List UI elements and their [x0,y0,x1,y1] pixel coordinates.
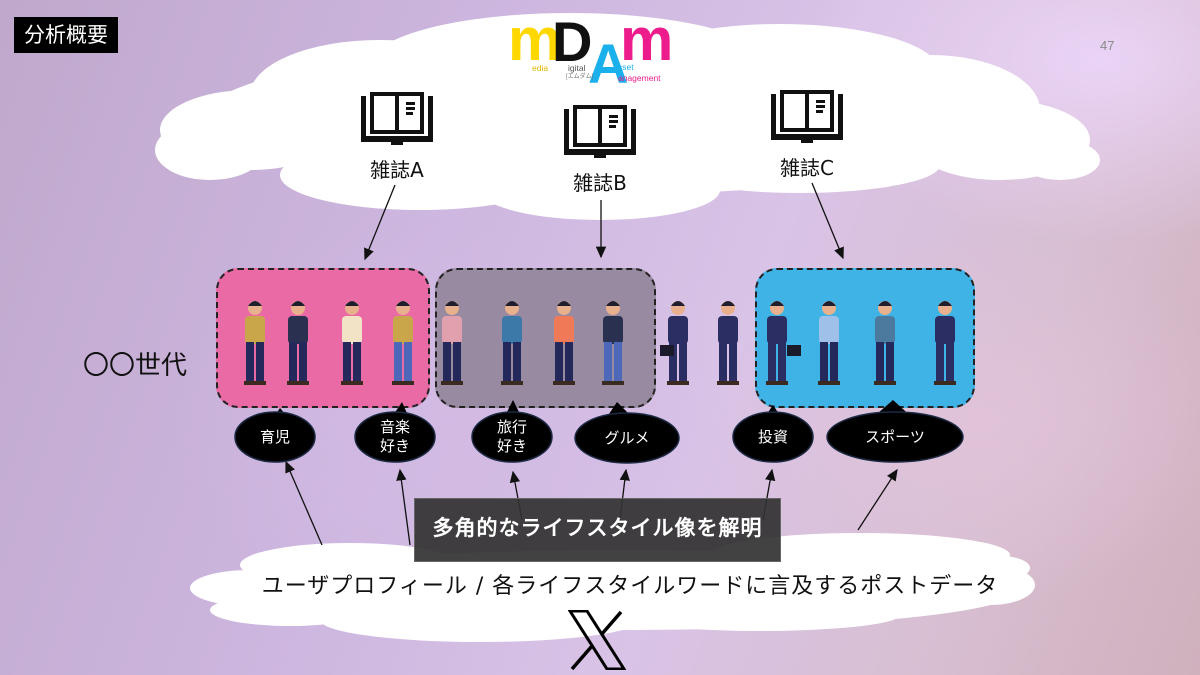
mdam-logo: m D A m edia igital [エムダム] sset anagemen… [508,10,678,92]
bubble-gourmet [574,402,680,464]
arrow-magazine-a [364,184,396,261]
bubble-invest [732,405,814,463]
bubble-sports [826,400,964,463]
tag-sports: スポーツ [835,422,955,452]
arrow-tag-music [396,468,411,546]
tag-travel: 旅行 好き [472,417,552,457]
open-book-icon [564,105,636,158]
x-logo-icon [568,610,626,670]
tag-label: グルメ [604,428,650,447]
logo-word-management: anagement [618,73,661,83]
open-book-icon [361,92,433,145]
logo-word-asset: sset [618,62,634,72]
open-book-icon [771,90,843,143]
logo-word-subnote: [エムダム] [566,74,594,80]
magazine-label: 雑誌C [780,156,834,180]
magazine-arrows [364,182,844,261]
tag-label-line1: 音楽 [379,418,410,436]
logo-word-media: edia [532,63,549,73]
tag-music: 音楽 好き [355,417,435,457]
generation-label: 〇〇世代 [83,351,188,381]
bubble-childcare [234,408,316,463]
arrow-magazine-c [811,182,844,260]
arrow-tag-sports [857,468,898,531]
tag-label-line2: 好き [379,437,410,455]
logo-letter-d: D [552,10,593,73]
logo-word-digital: igital [568,63,586,73]
tag-label-line1: 旅行 [496,418,527,436]
bubble-travel [471,400,553,463]
bottom-cloud [190,533,1035,642]
tag-label: スポーツ [865,427,925,446]
result-banner: 多角的なライフスタイル像を解明 [414,498,781,562]
logo-letter-m2: m [620,6,674,73]
section-label: 分析概要 [14,17,118,53]
tag-gourmet: グルメ [577,423,677,453]
tag-childcare: 育児 [235,422,315,452]
logo-letter-a: A [588,32,629,95]
magazine-label: 雑誌B [573,171,627,195]
arrow-tag-childcare [285,460,323,546]
magazine-c: 雑誌C [762,90,852,181]
tag-invest: 投資 [733,422,813,452]
tag-label: 投資 [757,427,788,446]
magazine-a: 雑誌A [352,92,442,183]
bubble-music [354,402,436,463]
page-number: 47 [1100,38,1115,53]
tag-label-line2: 好き [496,437,527,455]
tag-label: 育児 [259,427,290,446]
top-cloud [155,13,1100,220]
logo-letter-m1: m [508,6,562,73]
post-data-description: ユーザプロフィール / 各ライフスタイルワードに言及するポストデータ [261,574,999,599]
magazine-label: 雑誌A [370,158,424,182]
magazine-b: 雑誌B [555,105,645,196]
